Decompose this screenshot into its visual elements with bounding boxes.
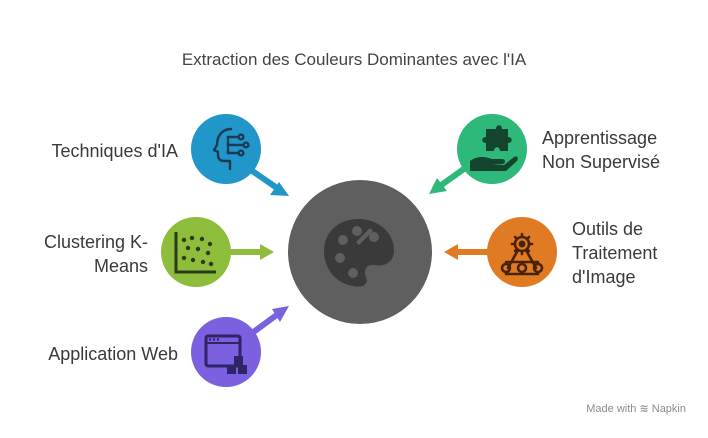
arrow-tools: [444, 244, 490, 260]
hand-puzzle-icon: [470, 125, 518, 171]
web-window-icon: [204, 334, 247, 374]
arrow-unsupervised: [429, 163, 470, 194]
label-techniques-text: Techniques d'IA: [51, 141, 178, 161]
footer-prefix: Made with: [586, 403, 637, 415]
label-tools: Outils de Traitement d'Image: [572, 217, 692, 289]
node-techniques-circle: [191, 114, 261, 184]
arrow-techniques: [246, 165, 289, 196]
label-webapp-text: Application Web: [48, 344, 178, 364]
label-unsupervised-line-2: Non Supervisé: [542, 152, 661, 172]
scatter-plot-icon: [174, 232, 216, 274]
ai-head-icon: [212, 127, 250, 171]
label-webapp: Application Web: [20, 342, 178, 366]
node-webapp-circle: [191, 317, 261, 387]
conveyor-gear-icon: [500, 232, 544, 276]
palette-icon: [324, 219, 394, 287]
label-techniques: Techniques d'IA: [20, 139, 178, 163]
diagram-title: Extraction des Couleurs Dominantes avec …: [181, 50, 527, 69]
label-clustering: Clustering K- Means: [20, 230, 148, 278]
label-tools-line-3: d'Image: [572, 267, 636, 287]
footer-credit[interactable]: Made with ≋ Napkin: [586, 402, 686, 415]
label-unsupervised: Apprentissage Non Supervisé: [542, 126, 692, 174]
napkin-logo-icon: ≋: [639, 403, 649, 415]
node-clustering-circle: [161, 217, 231, 287]
label-tools-line-2: Traitement: [572, 243, 658, 263]
label-clustering-line-2: Means: [93, 256, 148, 276]
label-clustering-line-1: Clustering K-: [43, 232, 148, 252]
label-unsupervised-line-1: Apprentissage: [542, 128, 658, 148]
arrow-clustering: [228, 244, 274, 260]
footer-brand: Napkin: [651, 403, 686, 415]
label-tools-line-1: Outils de: [572, 219, 644, 239]
